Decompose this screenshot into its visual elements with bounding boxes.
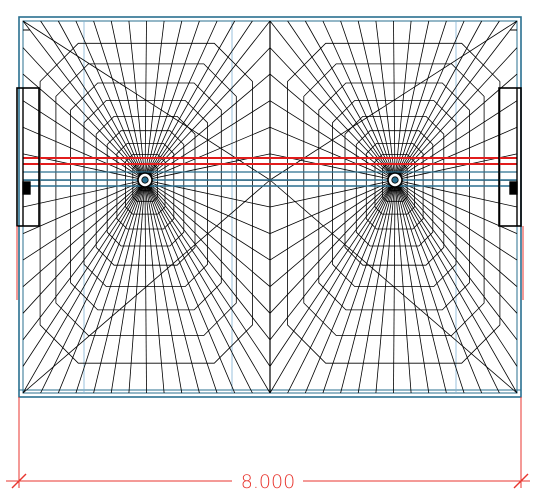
column-head-right (388, 173, 402, 187)
column-head-left (138, 173, 152, 187)
dimension-label: 8.000 (241, 471, 295, 491)
